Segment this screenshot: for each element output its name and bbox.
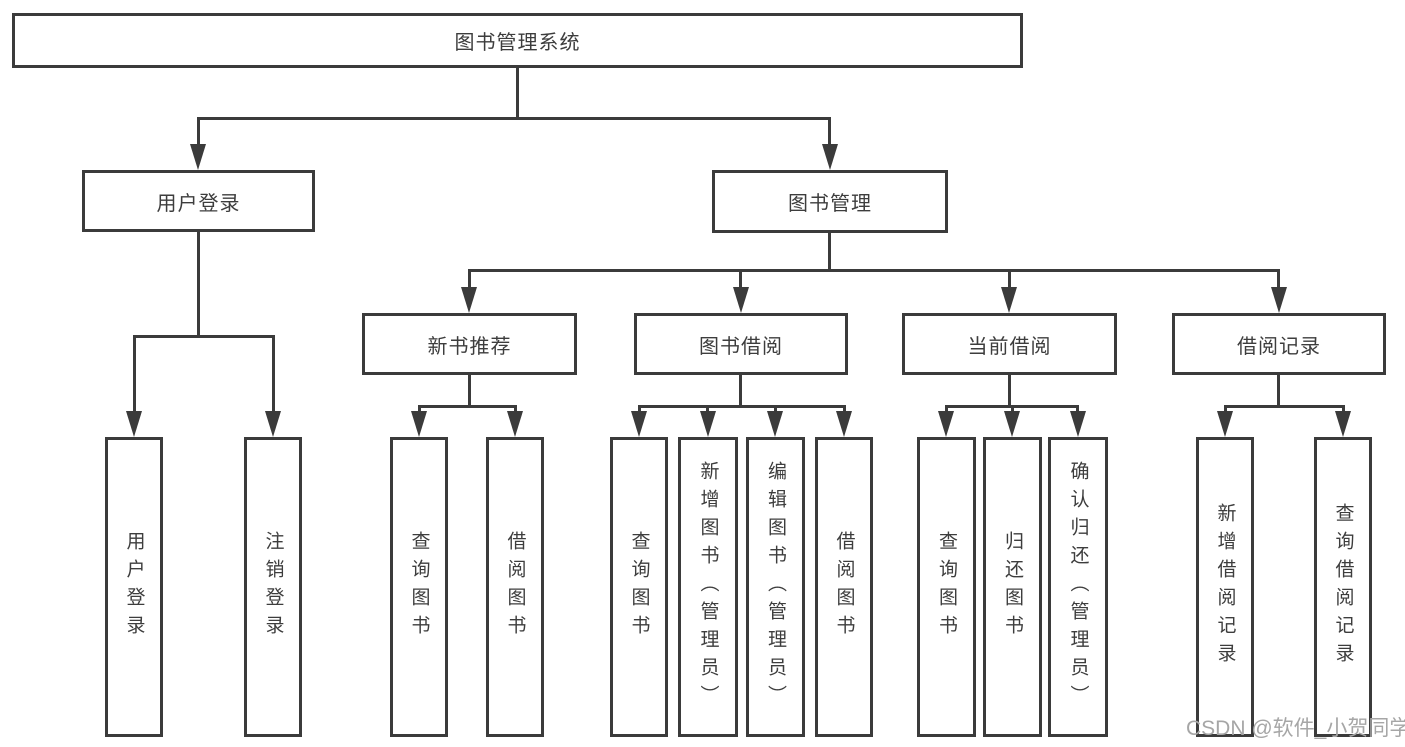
- connector-level2-rail: [197, 117, 830, 120]
- arrow-into-borrow: [733, 287, 749, 313]
- connector-user-login-drop: [197, 117, 200, 148]
- connector-bb-query-drop: [638, 405, 641, 415]
- leaf-current-confirm-admin: 确认归还（管理员）: [1048, 437, 1108, 737]
- connector-cb-return-drop: [1011, 405, 1014, 415]
- connector-record-drop: [1277, 269, 1280, 292]
- arrow-into-cb-query: [938, 411, 954, 437]
- arrow-into-user-login: [190, 144, 206, 170]
- connector-record-stem: [1277, 375, 1280, 408]
- connector-borrow-stem: [739, 375, 742, 408]
- leaf-current-return: 归还图书: [983, 437, 1042, 737]
- arrow-into-cb-return: [1004, 411, 1020, 437]
- connector-new-book-stem: [468, 375, 471, 408]
- leaf-record-query: 查询借阅记录: [1314, 437, 1372, 737]
- connector-borrow-rail: [638, 405, 845, 408]
- arrow-into-bb-query: [631, 411, 647, 437]
- arrow-into-record: [1271, 287, 1287, 313]
- connector-leaf-logout-drop: [272, 335, 275, 416]
- connector-current-stem: [1008, 375, 1011, 408]
- node-new-book-rec: 新书推荐: [362, 313, 577, 375]
- arrow-into-current: [1001, 287, 1017, 313]
- connector-book-mgmt-drop: [828, 117, 831, 148]
- connector-new-book-drop: [468, 269, 471, 292]
- leaf-record-add: 新增借阅记录: [1196, 437, 1254, 737]
- arrow-into-cb-confirm: [1070, 411, 1086, 437]
- arrow-into-bb-edit: [767, 411, 783, 437]
- connector-book-mgmt-stem: [828, 233, 831, 272]
- leaf-newbook-query: 查询图书: [390, 437, 448, 737]
- arrow-into-new-book: [461, 287, 477, 313]
- connector-leaf-login-drop: [133, 335, 136, 416]
- leaf-logout: 注销登录: [244, 437, 302, 737]
- arrow-into-nb-query: [411, 411, 427, 437]
- arrow-into-br-add: [1217, 411, 1233, 437]
- node-current-borrow: 当前借阅: [902, 313, 1117, 375]
- connector-nb-borrow-drop: [514, 405, 517, 415]
- leaf-borrow-borrow: 借阅图书: [815, 437, 873, 737]
- leaf-borrow-edit-admin: 编辑图书（管理员）: [746, 437, 805, 737]
- arrow-into-leaf-login: [126, 411, 142, 437]
- connector-bb-add-drop: [706, 405, 709, 415]
- csdn-watermark: CSDN @软件_小贺同学: [1186, 717, 1405, 740]
- arrow-into-br-query: [1335, 411, 1351, 437]
- connector-new-book-rail: [418, 405, 516, 408]
- connector-current-drop: [1008, 269, 1011, 292]
- leaf-newbook-borrow: 借阅图书: [486, 437, 544, 737]
- connector-nb-query-drop: [418, 405, 421, 415]
- connector-record-rail: [1224, 405, 1344, 408]
- connector-cb-query-drop: [945, 405, 948, 415]
- arrow-into-bb-borrow: [836, 411, 852, 437]
- leaf-current-query: 查询图书: [917, 437, 976, 737]
- node-book-borrow: 图书借阅: [634, 313, 848, 375]
- arrow-into-book-mgmt: [822, 144, 838, 170]
- connector-user-login-stem: [197, 232, 200, 338]
- node-book-mgmt: 图书管理: [712, 170, 948, 233]
- connector-level3-rail: [468, 269, 1279, 272]
- leaf-borrow-add-admin: 新增图书（管理员）: [678, 437, 738, 737]
- connector-cb-confirm-drop: [1076, 405, 1079, 415]
- node-root: 图书管理系统: [12, 13, 1023, 68]
- connector-borrow-drop: [739, 269, 742, 292]
- connector-bb-edit-drop: [774, 405, 777, 415]
- connector-root-stem: [516, 68, 519, 120]
- leaf-user-login: 用户登录: [105, 437, 163, 737]
- arrow-into-leaf-logout: [265, 411, 281, 437]
- node-user-login: 用户登录: [82, 170, 315, 232]
- leaf-borrow-query: 查询图书: [610, 437, 668, 737]
- node-borrow-record: 借阅记录: [1172, 313, 1386, 375]
- arrow-into-bb-add: [700, 411, 716, 437]
- arrow-into-nb-borrow: [507, 411, 523, 437]
- connector-br-add-drop: [1224, 405, 1227, 415]
- connector-br-query-drop: [1342, 405, 1345, 415]
- connector-bb-borrow-drop: [843, 405, 846, 415]
- connector-user-login-rail: [133, 335, 274, 338]
